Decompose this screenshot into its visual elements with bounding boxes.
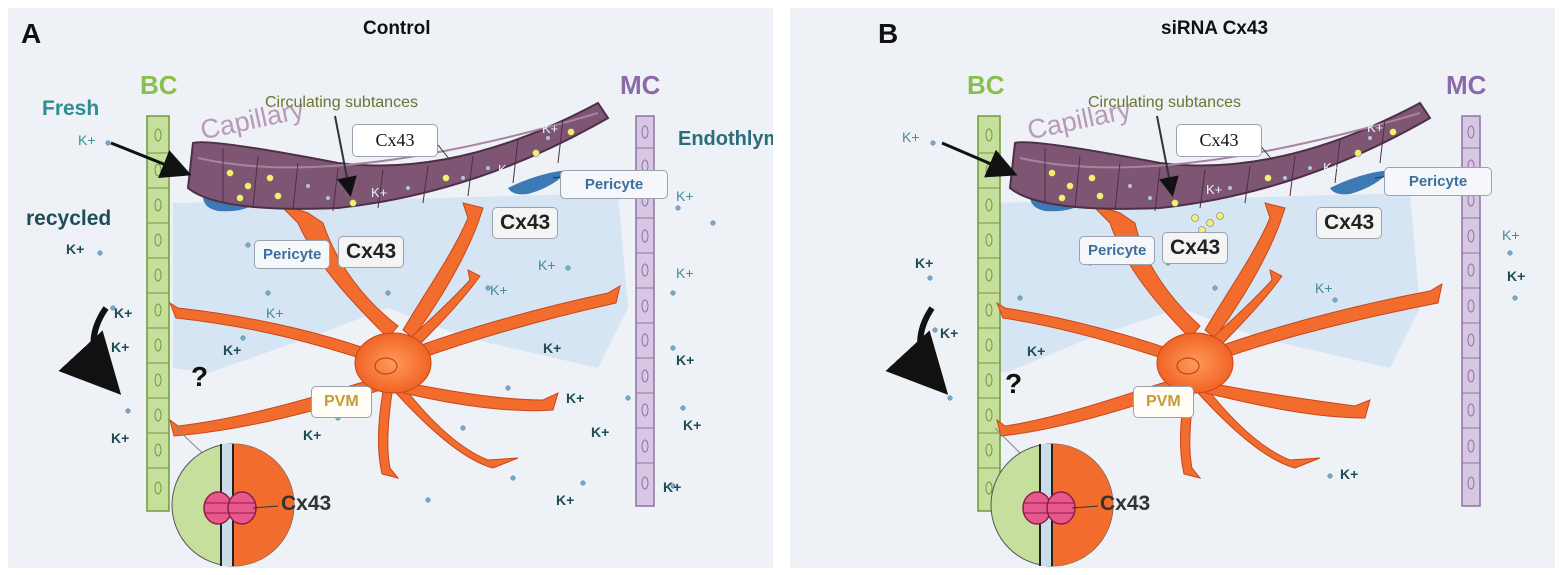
k-ion: K+ <box>498 162 515 177</box>
mc-label: MC <box>1446 70 1487 100</box>
pericyte-left-label: Pericyte <box>254 240 331 269</box>
k-ion: K+ <box>1027 343 1046 359</box>
fresh-label: Fresh <box>42 97 100 120</box>
pericyte-left-label: Pericyte <box>1079 236 1156 265</box>
panel-letter: A <box>21 18 42 49</box>
bc-label: BC <box>967 70 1005 100</box>
panel-sirna: B siRNA Cx43 BC MC Capillary Circulating… <box>790 8 1555 568</box>
pericyte-right-shape <box>1330 170 1390 195</box>
pvm-cell <box>168 202 621 479</box>
circulating-label: Circulating subtances <box>1088 94 1241 111</box>
pericyte-right-label: Pericyte <box>1384 167 1492 196</box>
connexon-zoom-inset <box>171 427 295 567</box>
cx43-center-label: Cx43 <box>1162 232 1229 264</box>
k-ion: K+ <box>266 305 284 321</box>
cx43-right-label: Cx43 <box>492 207 559 239</box>
k-ion: K+ <box>663 479 682 495</box>
panel-title: Control <box>363 18 431 39</box>
marginal-cell-column <box>1461 115 1481 507</box>
cx43-box: Cx43 <box>352 124 438 157</box>
panel-letter: B <box>878 18 899 49</box>
bc-label: BC <box>140 70 178 100</box>
k-ion: K+ <box>676 188 694 204</box>
k-ion: K+ <box>676 352 695 368</box>
k-ion: K+ <box>566 390 585 406</box>
pvm-label: PVM <box>311 386 372 418</box>
k-ion: K+ <box>1507 268 1526 284</box>
connexon-zoom-inset <box>990 427 1114 567</box>
basal-cell-column <box>146 115 170 512</box>
cx43-box: Cx43 <box>1176 124 1262 157</box>
panel-control: A Control BC MC Fresh recycled Endothlym… <box>8 8 773 568</box>
marginal-cell-column <box>635 115 655 507</box>
question-mark: ? <box>1005 368 1023 399</box>
k-ion: K+ <box>78 132 96 148</box>
circulating-arrow <box>334 115 357 197</box>
k-ion: K+ <box>915 255 934 271</box>
k-ion: K+ <box>111 430 130 446</box>
basal-cell-column <box>977 115 1001 512</box>
endolymph-label: Endothlymph <box>678 128 773 150</box>
pvm-cell <box>995 202 1443 479</box>
mc-label: MC <box>620 70 661 100</box>
fresh-arrow <box>110 141 192 179</box>
diagram-sirna <box>885 101 1518 567</box>
circulating-arrow <box>1156 115 1179 197</box>
question-mark: ? <box>191 361 209 392</box>
pericyte-right-shape <box>508 170 568 195</box>
k-ion: K+ <box>114 305 133 321</box>
cx43-right-label: Cx43 <box>1316 207 1383 239</box>
recycled-arrow <box>58 306 122 395</box>
pericyte-right-label: Pericyte <box>560 170 668 199</box>
recycled-label: recycled <box>26 207 112 230</box>
k-ion: K+ <box>1315 280 1333 296</box>
cx43-center-label: Cx43 <box>338 236 405 268</box>
cx43-box-pointer <box>437 144 451 161</box>
cx43-zoom-label: Cx43 <box>1100 492 1151 515</box>
k-ion: K+ <box>591 424 610 440</box>
k-ion: K+ <box>902 129 920 145</box>
k-ion: K+ <box>683 417 702 433</box>
k-ion: K+ <box>538 257 556 273</box>
k-ion: K+ <box>1206 182 1223 197</box>
k-ion: K+ <box>490 282 508 298</box>
recycled-arrow <box>885 306 949 395</box>
k-ion: K+ <box>371 185 388 200</box>
k-ion: K+ <box>66 241 85 257</box>
k-ion: K+ <box>1502 227 1520 243</box>
k-ion: K+ <box>1340 466 1359 482</box>
capillary-vessel <box>1008 101 1432 234</box>
k-ion: K+ <box>1367 120 1384 135</box>
fresh-arrow <box>941 141 1018 178</box>
circulating-label: Circulating subtances <box>265 94 418 111</box>
panel-title: siRNA Cx43 <box>1161 18 1269 39</box>
k-ion: K+ <box>940 325 959 341</box>
k-ion: K+ <box>542 121 559 136</box>
k-ion: K+ <box>1323 160 1340 175</box>
k-ion: K+ <box>111 339 130 355</box>
pvm-label: PVM <box>1133 386 1194 418</box>
k-ion: K+ <box>556 492 575 508</box>
cx43-box-pointer <box>1259 144 1273 161</box>
capillary-vessel <box>186 101 610 212</box>
k-ion: K+ <box>676 265 694 281</box>
k-ion: K+ <box>223 342 242 358</box>
cx43-zoom-label: Cx43 <box>281 492 332 515</box>
k-ion: K+ <box>303 427 322 443</box>
k-ion: K+ <box>543 340 562 356</box>
